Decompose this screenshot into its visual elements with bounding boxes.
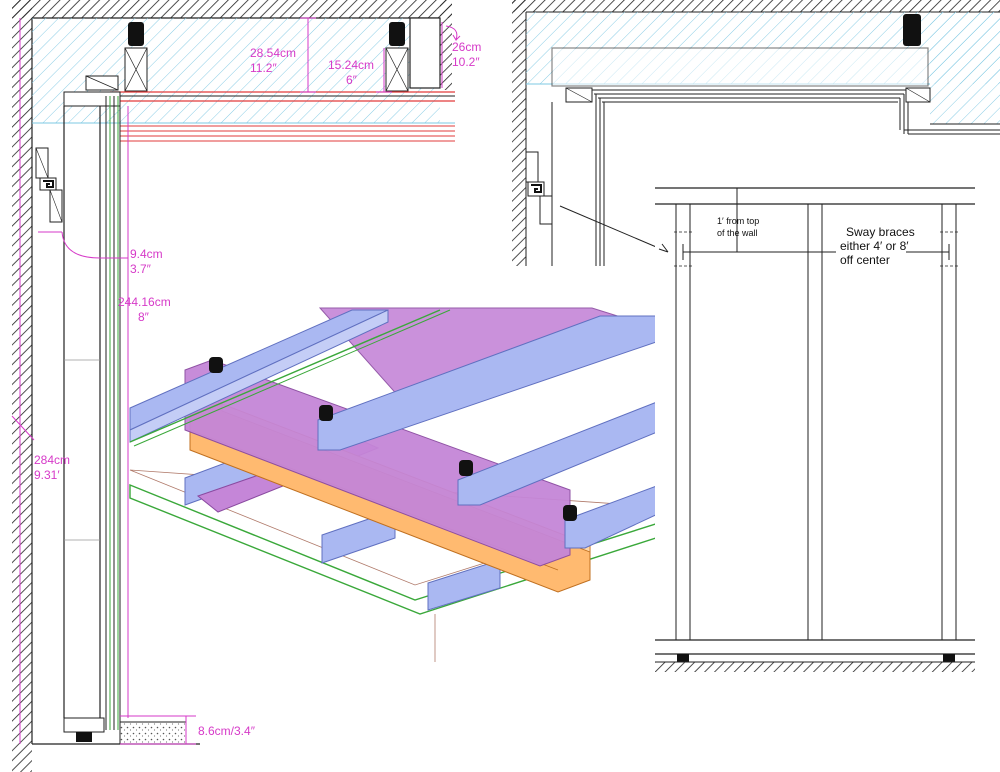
top-offset-note-line1: 1′ from top	[717, 216, 759, 226]
dim-soffit-imperial: 10.2″	[452, 55, 480, 69]
isolator-clip-icon	[209, 357, 577, 521]
left-dimensions	[11, 17, 461, 745]
dim-joist-depth-imperial: 11.2″	[250, 61, 277, 75]
left-wall-section	[12, 0, 455, 772]
dim-floor-gap: 8.6cm/3.4″	[198, 724, 256, 738]
dim-joist-width-imperial: 6″	[346, 73, 358, 87]
dim-wall-height-metric: 244.16cm	[118, 295, 171, 309]
isolator-clip-icon	[128, 22, 144, 46]
isometric-framing-view	[129, 307, 664, 662]
dim-room-height-metric: 284cm	[34, 453, 70, 467]
sway-brace-note-line1: Sway braces	[846, 225, 915, 239]
top-offset-note-line2: of the wall	[717, 228, 758, 238]
right-top-section	[512, 0, 1000, 266]
dim-joist-width-metric: 15.24cm	[328, 58, 374, 72]
isolator-clip-icon	[903, 14, 921, 46]
isolator-clip-icon	[389, 22, 405, 46]
left-dimension-labels: 28.54cm 11.2″ 15.24cm 6″ 26cm 10.2″ 9.4c…	[34, 40, 481, 738]
sway-brace-note-line2: either 4′ or 8′	[840, 239, 909, 253]
sway-brace-note-line3: off center	[840, 253, 890, 267]
dim-gap-imperial: 3.7″	[130, 262, 152, 276]
dim-gap-metric: 9.4cm	[130, 247, 163, 261]
wall-elevation: 1′ from top of the wall Sway braces eith…	[655, 185, 1000, 675]
dim-joist-depth-metric: 28.54cm	[250, 46, 296, 60]
dim-room-height-imperial: 9.31′	[34, 468, 60, 482]
dim-wall-height-imperial: 8″	[138, 310, 150, 324]
dim-soffit-metric: 26cm	[452, 40, 481, 54]
